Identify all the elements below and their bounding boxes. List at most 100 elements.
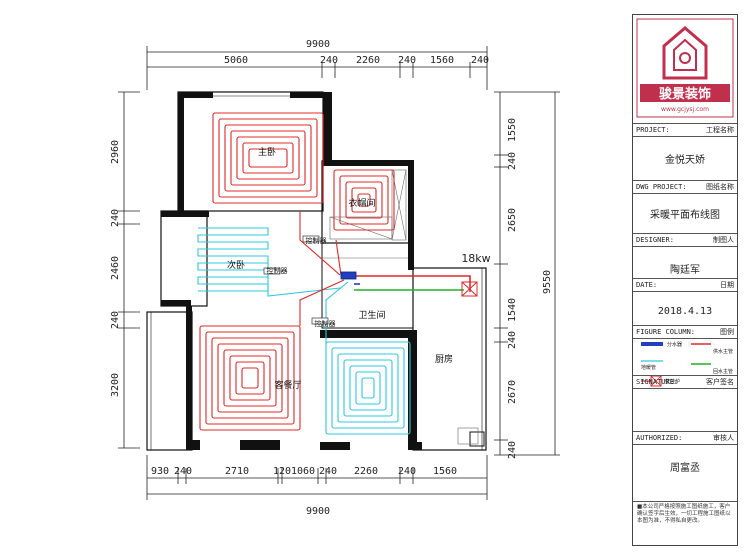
- cloakroom-coil: [333, 169, 395, 231]
- dim-right-seg: 1550: [507, 118, 518, 142]
- master-bedroom-coil: [230, 130, 306, 186]
- floor-plan: 9900 5060 240 2260 240 1560 240 930 240 …: [110, 39, 560, 517]
- master-bedroom-coil: [236, 136, 300, 180]
- dim-left-seg: 2960: [110, 140, 121, 164]
- cloakroom-coil: [357, 193, 371, 207]
- living-room-coil: [199, 325, 301, 431]
- solid-walls: [161, 92, 485, 450]
- room-second-bedroom: 次卧: [227, 259, 245, 271]
- figure-label: FIGURE COLUMN:: [636, 328, 696, 336]
- logo-brand: 骏景装饰: [659, 86, 711, 102]
- dim-top-total: 9900: [306, 39, 330, 50]
- manifold: [340, 271, 357, 280]
- dimension-top: [146, 46, 488, 90]
- dining-coil: [325, 341, 411, 435]
- dim-bottom-seg: 930: [151, 466, 169, 477]
- dim-bottom-total: 9900: [306, 506, 330, 517]
- project-row: PROJECT: 工程名称 金悦天娇: [633, 123, 737, 181]
- dim-right-seg: 240: [507, 331, 518, 349]
- room-living: 客餐厅: [274, 379, 301, 391]
- connector-pipe: [299, 211, 341, 276]
- logo-url: www.gcjysj.com: [661, 106, 709, 113]
- dwg-label: DWG PROJECT:: [636, 183, 687, 191]
- living-room-coil: [241, 367, 259, 389]
- master-bedroom-coil: [248, 148, 288, 168]
- dim-bottom-seg: 2260: [354, 466, 378, 477]
- living-room-coil: [235, 361, 265, 395]
- living-room-coil: [211, 337, 289, 419]
- dimension-bottom: [146, 455, 488, 500]
- controllers: [263, 235, 329, 325]
- room-cloakroom: 衣帽间: [348, 197, 375, 209]
- living-room-coil: [223, 349, 277, 407]
- authorized-label: AUTHORIZED:: [636, 434, 683, 442]
- dim-bottom-seg: 240: [398, 466, 416, 477]
- connector-pipe: [335, 239, 342, 276]
- date-value: 2018.4.13: [657, 306, 713, 317]
- cloakroom-coil: [339, 175, 389, 225]
- logo-house-icon: 骏景装饰 www.gcjysj.com: [636, 18, 734, 118]
- living-room-coil: [229, 355, 271, 401]
- dim-left-seg: 3200: [110, 373, 121, 397]
- cloakroom-coil: [351, 187, 377, 213]
- legend: 分水器 供水主管 地暖管 回水主管 壁挂炉: [635, 339, 735, 391]
- dim-top-seg: 240: [471, 55, 489, 66]
- dim-left-seg: 240: [110, 311, 121, 329]
- project-label: PROJECT:: [636, 126, 670, 134]
- dim-right-seg: 1540: [507, 298, 518, 322]
- dim-bottom-seg: 240: [319, 466, 337, 477]
- figure-label-cn: 图例: [720, 328, 734, 336]
- title-block: 骏景装饰 www.gcjysj.com PROJECT: 工程名称 金悦天娇 DW…: [632, 14, 738, 546]
- dim-top-seg: 1560: [430, 55, 454, 66]
- dining-coil: [355, 371, 381, 405]
- legend-text: 分水器: [667, 341, 682, 348]
- dim-right-seg: 2650: [507, 208, 518, 232]
- legend-text: 壁挂炉: [665, 378, 680, 385]
- legend-manifold-swatch: [641, 342, 663, 346]
- dimension-right: [494, 91, 560, 456]
- dim-top-seg: 2260: [356, 55, 380, 66]
- designer-value: 陶廷军: [670, 265, 700, 276]
- dwg-value: 采暖平面布线图: [650, 210, 720, 221]
- dimension-left: [118, 91, 140, 449]
- room-kitchen: 厨房: [435, 353, 453, 365]
- figure-row: FIGURE COLUMN: 图例: [633, 325, 737, 339]
- dim-right-total: 9550: [542, 270, 553, 294]
- dim-right-seg: 240: [507, 152, 518, 170]
- designer-label: DESIGNER:: [636, 236, 674, 244]
- legend-text: 地暖管: [641, 364, 656, 371]
- dining-coil: [349, 365, 387, 411]
- connector-pipe: [299, 279, 345, 326]
- heating-pipes: [197, 112, 411, 435]
- living-room-coil: [205, 331, 295, 425]
- fixtures: [322, 257, 479, 445]
- controller-label: 控制器: [315, 319, 336, 328]
- project-value: 金悦天娇: [665, 155, 705, 166]
- controller-label: 控制器: [306, 236, 327, 245]
- dim-left-seg: 2460: [110, 256, 121, 280]
- dining-coil: [361, 377, 375, 399]
- controller-label: 控制器: [267, 266, 288, 275]
- project-label-cn: 工程名称: [706, 126, 734, 134]
- dim-right-seg: 240: [507, 441, 518, 459]
- legend-text: 供水主管: [713, 348, 733, 355]
- authorized-row: AUTHORIZED:审核人 周富丞: [633, 431, 737, 489]
- connector-pipe: [325, 281, 349, 344]
- master-bedroom-coil: [218, 118, 318, 198]
- designer-row: DESIGNER: 制图人 陶廷军: [633, 233, 737, 289]
- signature-label-cn: 客户签名: [706, 378, 734, 386]
- legend-boiler-swatch: [650, 375, 662, 387]
- room-master-bedroom: 主卧: [258, 146, 276, 158]
- boiler-label: 18kw: [461, 252, 490, 265]
- designer-label-cn: 制图人: [713, 236, 734, 244]
- dim-bottom-seg: 1060: [291, 466, 315, 477]
- room-bathroom: 卫生间: [358, 309, 385, 321]
- dim-top-seg: 240: [320, 55, 338, 66]
- dim-bottom-seg: 240: [174, 466, 192, 477]
- date-row: DATE:日期 2018.4.13: [633, 278, 737, 334]
- dim-left-seg: 240: [110, 209, 121, 227]
- dim-bottom-seg: 120: [273, 466, 291, 477]
- second-bedroom-coil: [197, 227, 269, 292]
- date-label-cn: 日期: [720, 281, 734, 289]
- boiler-symbol: [461, 281, 478, 297]
